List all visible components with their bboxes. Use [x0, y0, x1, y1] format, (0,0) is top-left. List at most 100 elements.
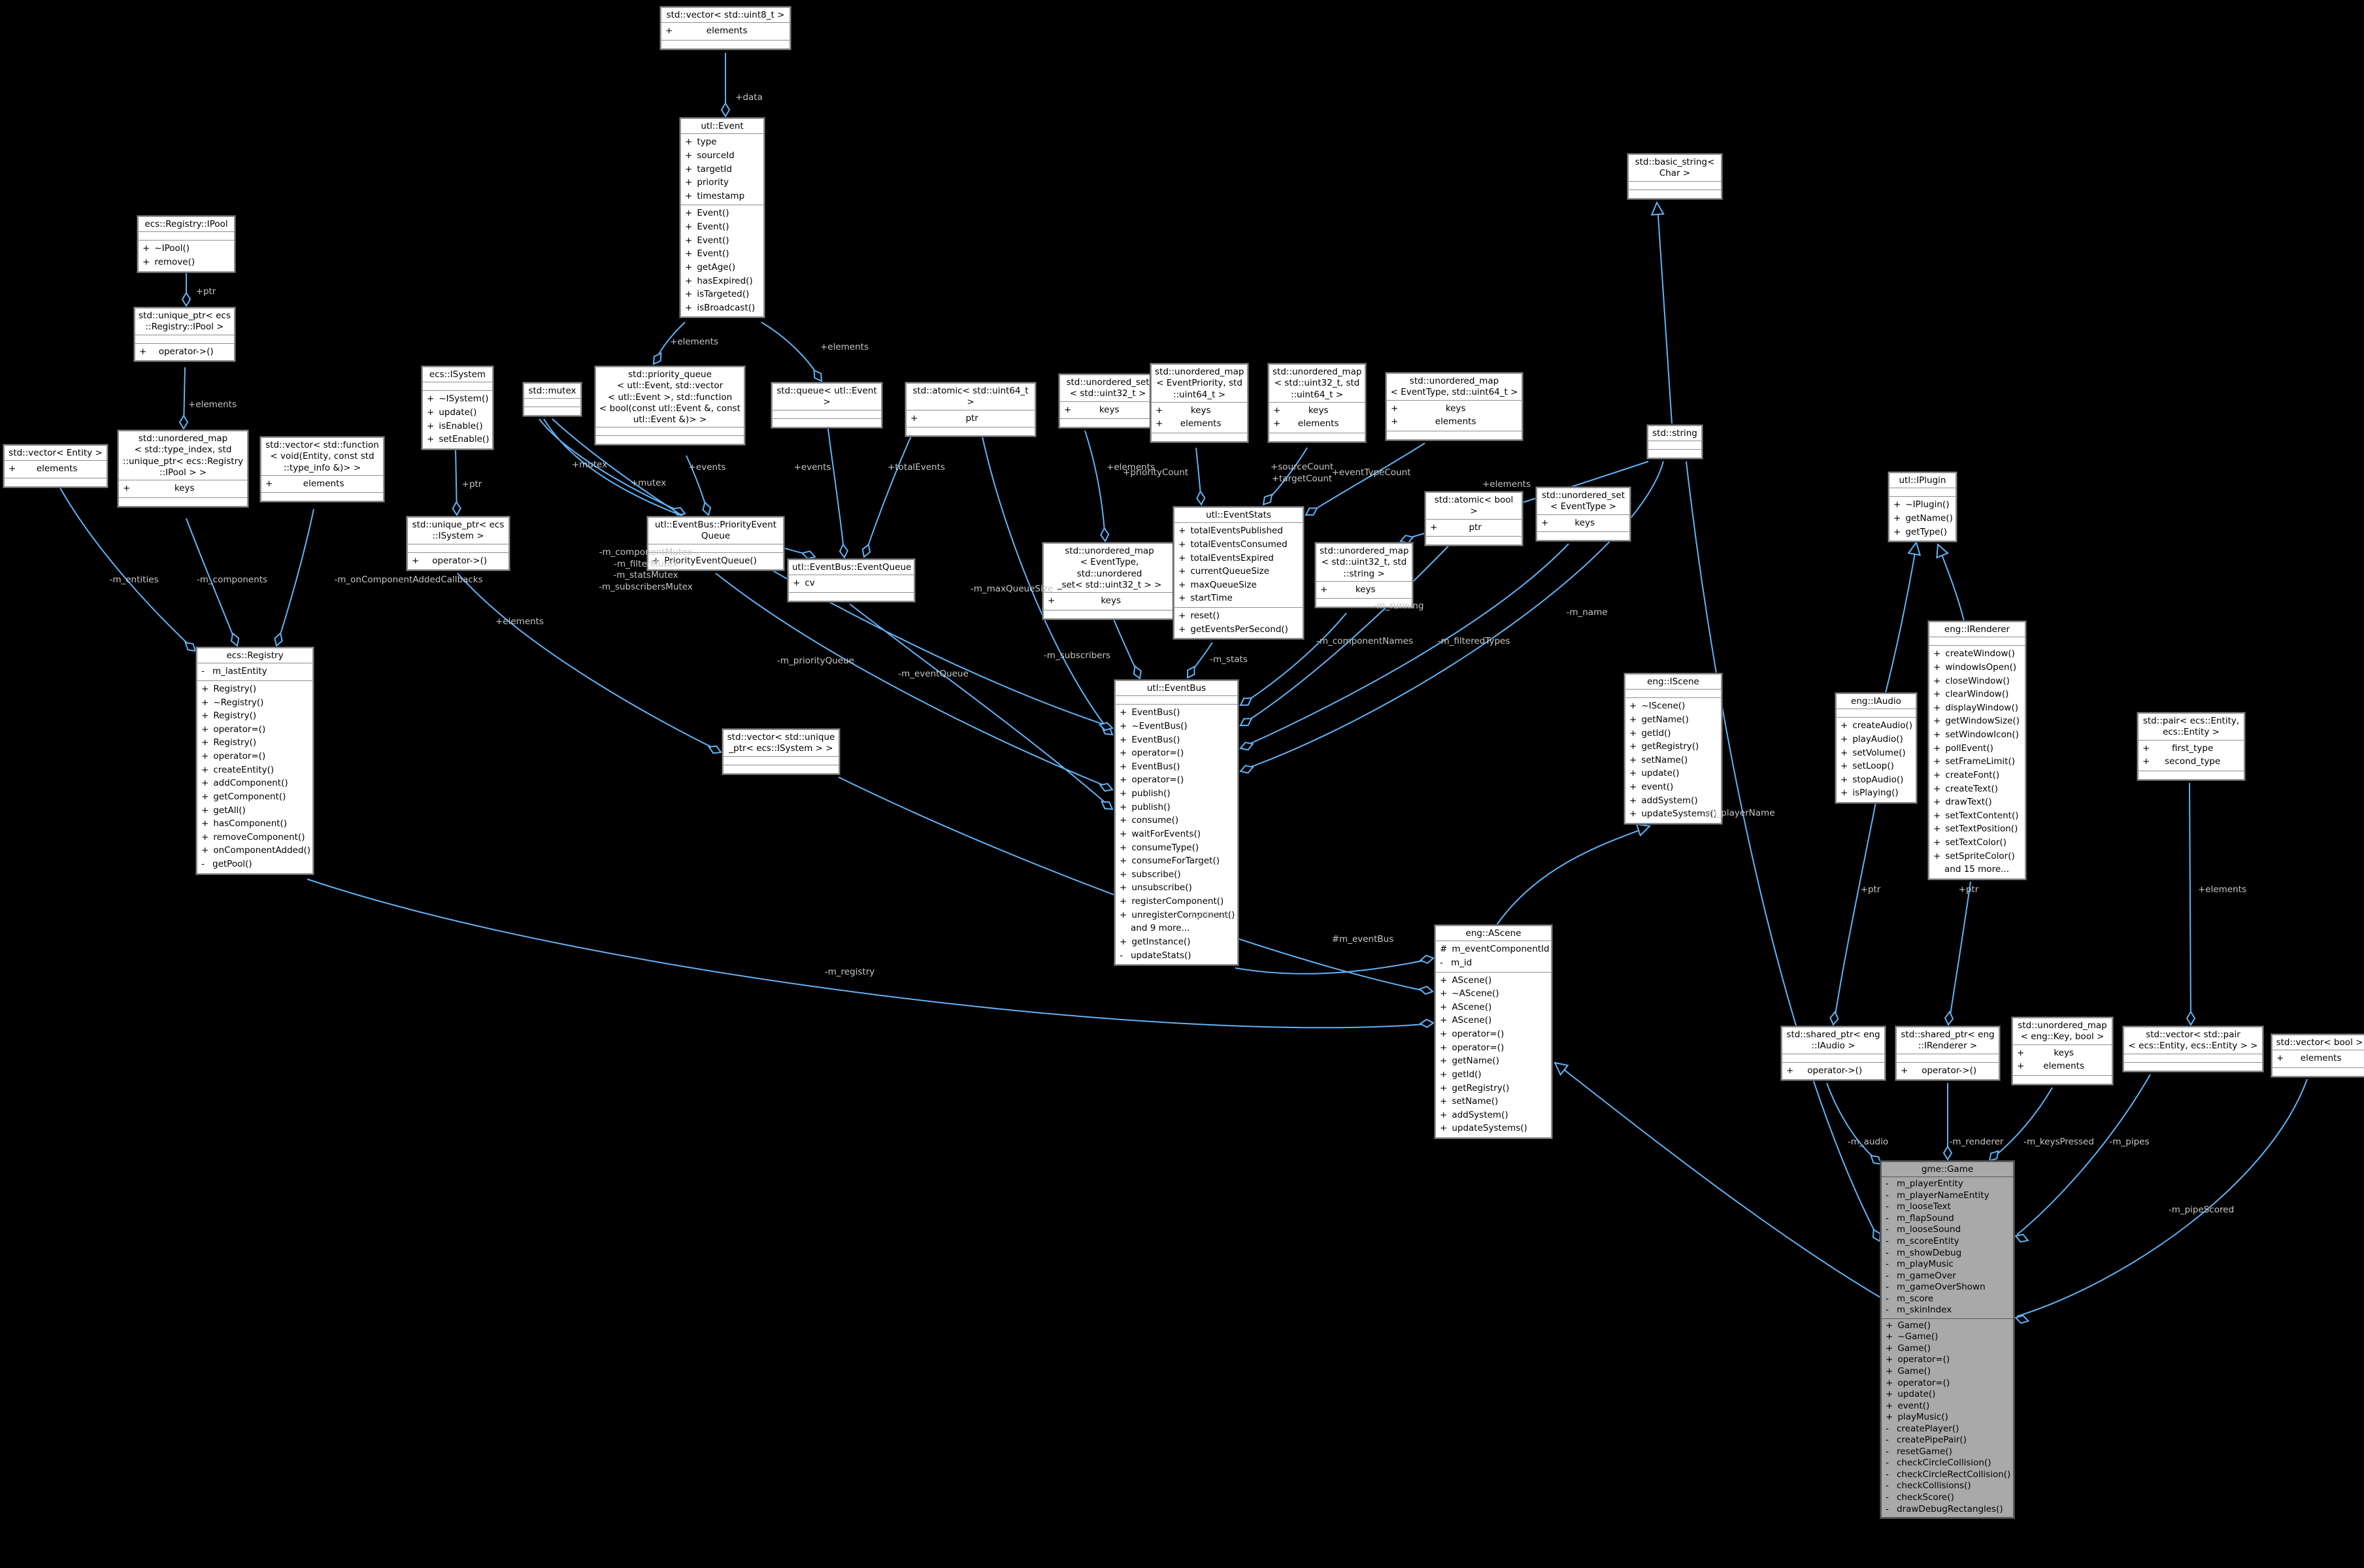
class-box-vec_function[interactable]: std::vector< std::function < void(Entity… — [259, 435, 385, 503]
edge-label-elements_ipool: +elements — [188, 399, 237, 410]
member-row: +elements — [1391, 416, 1476, 427]
class-box-registry[interactable]: ecs::Registry-m_lastEntity+Registry()+~R… — [195, 646, 314, 875]
methods-section — [1152, 433, 1247, 441]
attrs-section: +type+sourceId+targetId+priority+timesta… — [681, 134, 763, 205]
member-row: +sourceId — [685, 150, 735, 161]
member-row: +EventBus() — [1120, 707, 1180, 718]
class-box-game[interactable]: gme::Game-m_playerEntity-m_playerNameEnt… — [1880, 1159, 2015, 1520]
edge-game_inherit — [1556, 1063, 1881, 1298]
class-box-eventbus[interactable]: utl::EventBus+EventBus()+~EventBus()+Eve… — [1114, 678, 1239, 967]
class-box-mutex[interactable]: std::mutex — [522, 381, 582, 418]
class-box-vec_uint8[interactable]: std::vector< std::uint8_t >+elements — [659, 6, 791, 50]
class-box-vec_pairs[interactable]: std::vector< std::pair < ecs::Entity, ec… — [2122, 1026, 2264, 1073]
triangle-marker — [1635, 823, 1652, 837]
class-box-evstats[interactable]: utl::EventStats+totalEventsPublished+tot… — [1173, 505, 1305, 641]
class-box-atomic_bool[interactable]: std::atomic< bool >+ptr — [1424, 490, 1523, 547]
class-box-vec_uptr_isystem[interactable]: std::vector< std::unique _ptr< ecs::ISys… — [722, 728, 841, 775]
edge-label-m_keysPressed: -m_keysPressed — [2023, 1137, 2094, 1148]
class-box-sp_irenderer[interactable]: std::shared_ptr< eng ::IRenderer >+opera… — [1895, 1025, 2001, 1082]
member-row: +removeComponent() — [201, 831, 305, 842]
class-box-queue[interactable]: std::queue< utl::Event > — [771, 382, 883, 429]
edge-m_componentNames — [1242, 612, 1347, 705]
member-row: +update() — [427, 407, 477, 418]
class-box-isystem[interactable]: ecs::ISystem+~ISystem()+update()+isEnabl… — [421, 365, 494, 450]
class-box-umap_typeindex[interactable]: std::unordered_map < std::type_index, st… — [117, 429, 249, 508]
class-box-pqueue[interactable]: std::priority_queue < utl::Event, std::v… — [594, 365, 746, 446]
class-box-pair_entity[interactable]: std::pair< ecs::Entity, ecs::Entity >+fi… — [2137, 712, 2246, 781]
class-box-ascene[interactable]: eng::AScene#m_eventComponentId-m_id+ASce… — [1434, 924, 1553, 1140]
class-title-umap_subs: std::unordered_map < EventType, std::uno… — [1044, 544, 1175, 593]
edge-label-m_eventBus: #m_eventBus — [1331, 934, 1394, 945]
attrs-section — [135, 335, 234, 343]
member-row: +~IPool() — [142, 243, 190, 254]
class-title-evq: utl::EventBus::EventQueue — [789, 560, 914, 576]
edge-label-elements_queue: +elements — [820, 342, 869, 353]
diamond-marker — [1419, 1018, 1435, 1028]
attrs-section: +keys+elements — [2013, 1045, 2112, 1075]
class-box-vec_bool[interactable]: std::vector< bool >+elements — [2271, 1033, 2364, 1078]
class-box-irenderer[interactable]: eng::IRenderer+createWindow()+windowIsOp… — [1927, 620, 2027, 880]
diamond-marker — [1419, 954, 1435, 964]
class-title-registry_ipool: ecs::Registry::IPool — [139, 217, 234, 233]
member-row: +operator->() — [1901, 1065, 1977, 1076]
edge-label-ptr_isystem: +ptr — [461, 479, 482, 490]
methods-section — [789, 592, 914, 601]
class-box-uptr_isystem[interactable]: std::unique_ptr< ecs ::ISystem >+operato… — [406, 515, 510, 572]
class-box-umap_evtype64[interactable]: std::unordered_map < EventType, std::uin… — [1385, 372, 1523, 441]
class-box-event[interactable]: utl::Event+type+sourceId+targetId+priori… — [679, 116, 765, 319]
class-box-umap_keybool[interactable]: std::unordered_map < eng::Key, bool >+ke… — [2011, 1016, 2114, 1086]
methods-section — [2139, 770, 2244, 779]
diamond-marker — [1944, 1010, 1954, 1026]
member-row: +targetId — [685, 163, 732, 175]
diamond-marker — [2014, 1314, 2030, 1324]
class-box-string[interactable]: std::string — [1646, 424, 1703, 460]
diamond-marker — [1099, 782, 1114, 792]
attrs-section: +keys — [1044, 593, 1175, 610]
attrs-section: +ptr — [907, 410, 1035, 427]
class-box-atomic64[interactable]: std::atomic< std::uint64_t >+ptr — [905, 381, 1037, 438]
class-box-umap_prio[interactable]: std::unordered_map < EventPriority, std … — [1150, 362, 1249, 444]
diamond-marker — [707, 745, 722, 754]
diamond-marker — [652, 352, 662, 365]
member-row: +setEnable() — [427, 434, 490, 445]
class-title-umap_3264: std::unordered_map < std::uint32_t, std … — [1269, 365, 1365, 403]
member-row: -m_playMusic — [1886, 1259, 1954, 1270]
edge-label-m_running: -m_running — [1373, 601, 1424, 612]
attrs-section — [1929, 637, 2025, 645]
class-box-umap_subs[interactable]: std::unordered_map < EventType, std::uno… — [1042, 542, 1177, 620]
class-box-uset_evtype[interactable]: std::unordered_set < EventType >+keys — [1535, 486, 1631, 542]
member-row: +getWindowSize() — [1933, 716, 2020, 727]
attrs-section — [724, 757, 839, 765]
methods-section — [5, 477, 107, 486]
class-box-uptr_ipool[interactable]: std::unique_ptr< ecs ::Registry::IPool >… — [133, 306, 236, 363]
attrs-section — [408, 544, 508, 552]
member-row: +elements — [2276, 1053, 2342, 1064]
class-box-basic_string[interactable]: std::basic_string< Char > — [1627, 153, 1723, 200]
member-row: +displayWindow() — [1933, 702, 2019, 713]
methods-section: +~ISystem()+update()+isEnable()+setEnabl… — [423, 390, 492, 448]
edge-irenderer_inherit — [1938, 546, 1965, 622]
member-row: -m_looseText — [1886, 1201, 1951, 1212]
class-box-iaudio[interactable]: eng::IAudio+createAudio()+playAudio()+se… — [1835, 692, 1918, 805]
class-box-iplugin[interactable]: utl::IPlugin+~IPlugin()+getName()+getTyp… — [1888, 471, 1957, 543]
member-row: +subscribe() — [1120, 869, 1181, 880]
member-row: +type — [685, 137, 717, 148]
class-box-vec_entity[interactable]: std::vector< Entity >+elements — [3, 444, 108, 488]
class-box-registry_ipool[interactable]: ecs::Registry::IPool+~IPool()+remove() — [137, 215, 236, 273]
methods-section — [1648, 449, 1701, 458]
class-box-sp_iaudio[interactable]: std::shared_ptr< eng ::IAudio >+operator… — [1780, 1025, 1886, 1082]
class-box-iscene[interactable]: eng::IScene+~IScene()+getName()+getId()+… — [1623, 673, 1723, 825]
member-row: +playMusic() — [1886, 1412, 1948, 1423]
class-box-evq[interactable]: utl::EventBus::EventQueue+cv — [787, 558, 916, 603]
class-box-umap_3264[interactable]: std::unordered_map < std::uint32_t, std … — [1267, 362, 1367, 444]
class-box-pq_evq[interactable]: utl::EventBus::PriorityEvent Queue+Prior… — [646, 515, 785, 572]
edge-elements_uset32 — [1084, 430, 1106, 541]
diamond-marker — [1305, 507, 1318, 516]
edge-label-mutex_pq: +mutex — [571, 459, 608, 471]
member-row: +Event() — [685, 222, 729, 233]
class-box-uset32[interactable]: std::unordered_set < std::uint32_t >+key… — [1058, 373, 1157, 429]
class-box-umap_32str[interactable]: std::unordered_map < std::uint32_t, std … — [1314, 541, 1414, 609]
edge-label-elements_uset32: +elements — [1106, 462, 1156, 473]
member-row: +isTargeted() — [685, 289, 750, 300]
class-title-vec_entity: std::vector< Entity > — [5, 446, 107, 461]
